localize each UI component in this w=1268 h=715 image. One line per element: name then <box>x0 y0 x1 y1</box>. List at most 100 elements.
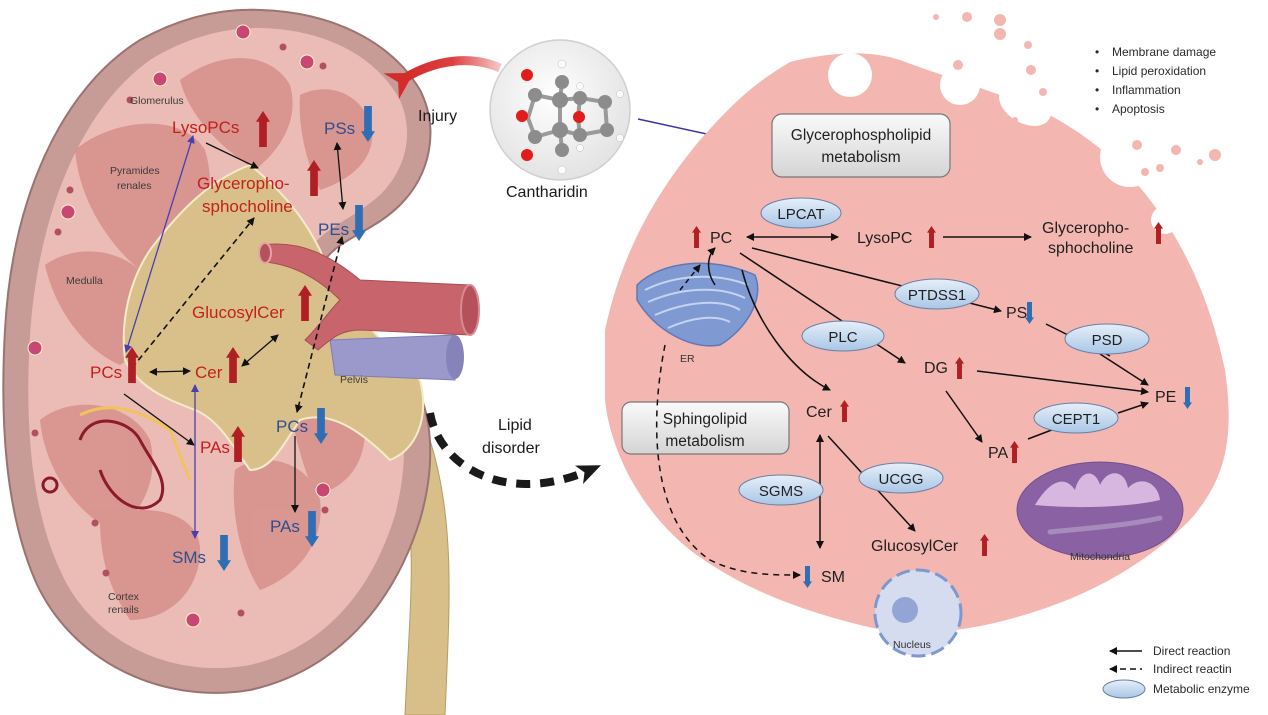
enzyme-ptdss1: PTDSS1 <box>894 278 980 310</box>
metabolites: PC LysoPC Glycerophо- sphocholine PS DG … <box>710 220 1176 586</box>
arrow-pcs-pas <box>123 393 195 446</box>
lipid-pas: PAs <box>200 438 230 457</box>
lipid-sms: SMs <box>172 548 206 567</box>
lipid-pss: PSs <box>324 119 355 138</box>
svg-text:LPCAT: LPCAT <box>777 206 824 223</box>
svg-text:PLC: PLC <box>828 329 857 346</box>
metabolite-dg: DG <box>924 360 948 377</box>
metabolite-ps: PS <box>1006 305 1027 322</box>
cantharidin-molecule <box>489 39 631 181</box>
cell-up-arrow <box>692 226 701 248</box>
mitochondria <box>1016 461 1184 559</box>
effect-4: Apoptosis <box>1112 102 1165 116</box>
lipid-pcs-lower: PCs <box>276 417 308 436</box>
metabolite-gpc-line1: Glycerophо- <box>1042 220 1129 237</box>
label-nucleus: Nucleus <box>893 639 931 651</box>
svg-text:PTDSS1: PTDSS1 <box>908 287 966 304</box>
arrow-lysopcs-gpc <box>205 142 259 169</box>
label-medulla: Medulla <box>66 275 103 287</box>
lipid-cer: Cer <box>195 363 223 382</box>
metabolite-pe: PE <box>1155 389 1176 406</box>
svg-text:PSD: PSD <box>1092 332 1123 349</box>
arrow-psd-pe <box>1099 353 1149 386</box>
legend-enzyme: Metabolic enzyme <box>1153 682 1250 696</box>
cell-up-arrow <box>1010 441 1019 463</box>
arrow-pss-pes <box>333 142 347 210</box>
lipid-glucosylcer: GlucosylCer <box>192 303 285 322</box>
lipid-disorder-line2: disorder <box>482 440 540 457</box>
svg-text:UCGG: UCGG <box>879 471 924 488</box>
svg-text:CEPT1: CEPT1 <box>1052 411 1100 428</box>
metabolite-glucosylcer: GlucosylCer <box>871 538 959 555</box>
arrow-dg-pa <box>945 390 983 443</box>
arrow-dg-pe <box>976 370 1149 396</box>
arrow-er-pc <box>707 247 716 286</box>
metabolite-pa: PA <box>988 445 1008 462</box>
lipid-pas-lower: PAs <box>270 517 300 536</box>
metabolite-gpc-line2: sphocholine <box>1048 240 1134 257</box>
kidney-up-arrow <box>231 426 245 462</box>
compound-name: Cantharidin <box>506 184 588 201</box>
effect-3: Inflammation <box>1112 83 1181 97</box>
effect-2: Lipid peroxidation <box>1112 64 1206 78</box>
cell-up-arrow <box>980 534 989 556</box>
cell-up-arrow <box>840 400 849 422</box>
metabolite-sm: SM <box>821 569 845 586</box>
glycerophospholipid-line1: Glycerophospholipid <box>791 127 931 144</box>
lipid-lysopcs: LysoPCs <box>172 118 239 137</box>
sphingolipid-line1: Sphingolipid <box>663 411 747 428</box>
cell-down-arrow <box>803 566 812 588</box>
kidney-up-arrow <box>256 111 270 147</box>
cell-down-arrow <box>1183 387 1192 409</box>
cell-down-arrow <box>1025 302 1034 324</box>
kidney-down-arrow <box>314 408 328 444</box>
arrow-pcs-gpc <box>131 217 255 369</box>
endoplasmic-reticulum <box>636 262 759 347</box>
cell-up-arrow <box>927 226 936 248</box>
lipid-pes: PEs <box>318 220 349 239</box>
arrow-cer-glucosylcer <box>241 334 279 367</box>
cell-change-arrows <box>692 222 1192 588</box>
kidney-down-arrow <box>305 511 319 547</box>
arrow-cept1-pe <box>1117 401 1149 414</box>
metabolite-cer: Cer <box>806 404 832 421</box>
legend-enzyme-icon <box>1102 679 1146 699</box>
kidney-down-arrow <box>217 535 231 571</box>
metabolite-pc: PC <box>710 230 732 247</box>
svg-text:SGMS: SGMS <box>759 483 803 500</box>
vessels-dots <box>31 43 329 617</box>
effect-1: Membrane damage <box>1112 45 1216 59</box>
kidney-reactions <box>123 135 347 539</box>
injury-arrow <box>383 56 502 100</box>
legend: Direct reaction Indirect reactin Metabol… <box>1102 644 1250 699</box>
kidney-illustration: Glomerulus Pyramides renales Medulla Pel… <box>2 8 480 715</box>
kidney-up-arrow <box>298 285 312 321</box>
enzyme-plc: PLC <box>801 320 885 352</box>
arrow-er-sm <box>655 344 801 579</box>
kidney-up-arrow <box>307 160 321 196</box>
arrow-pcs-lysopcs <box>124 135 195 353</box>
enzyme-cept1: CEPT1 <box>1033 402 1119 434</box>
lipid-gpc-line1: Glycerophо- <box>197 174 290 193</box>
effect-bullet-4: • <box>1095 102 1099 116</box>
enzyme-sgms: SGMS <box>738 474 824 506</box>
label-pyramides-1: Pyramides <box>110 165 160 177</box>
label-cortex-1: Cortex <box>108 591 140 603</box>
lipid-disorder-line1: Lipid <box>498 417 532 434</box>
arrow-pcs-cer <box>149 367 191 376</box>
kidney-change-arrows <box>125 106 375 571</box>
label-cortex-2: renails <box>108 604 139 616</box>
injury-label: Injury <box>418 108 457 125</box>
sphingolipid-line2: metabolism <box>665 433 744 450</box>
lipid-gpc-line2: sphocholine <box>202 197 293 216</box>
lipid-pcs: PCs <box>90 363 122 382</box>
enzyme-lpcat: LPCAT <box>760 197 842 229</box>
nucleus <box>873 568 963 658</box>
effect-bullet-1: • <box>1095 45 1099 59</box>
arrow-er-cer <box>741 269 831 391</box>
label-er: ER <box>680 353 695 365</box>
kidney-down-arrow <box>352 205 366 241</box>
cell-up-arrow <box>1154 222 1163 244</box>
legend-direct: Direct reaction <box>1153 644 1230 658</box>
